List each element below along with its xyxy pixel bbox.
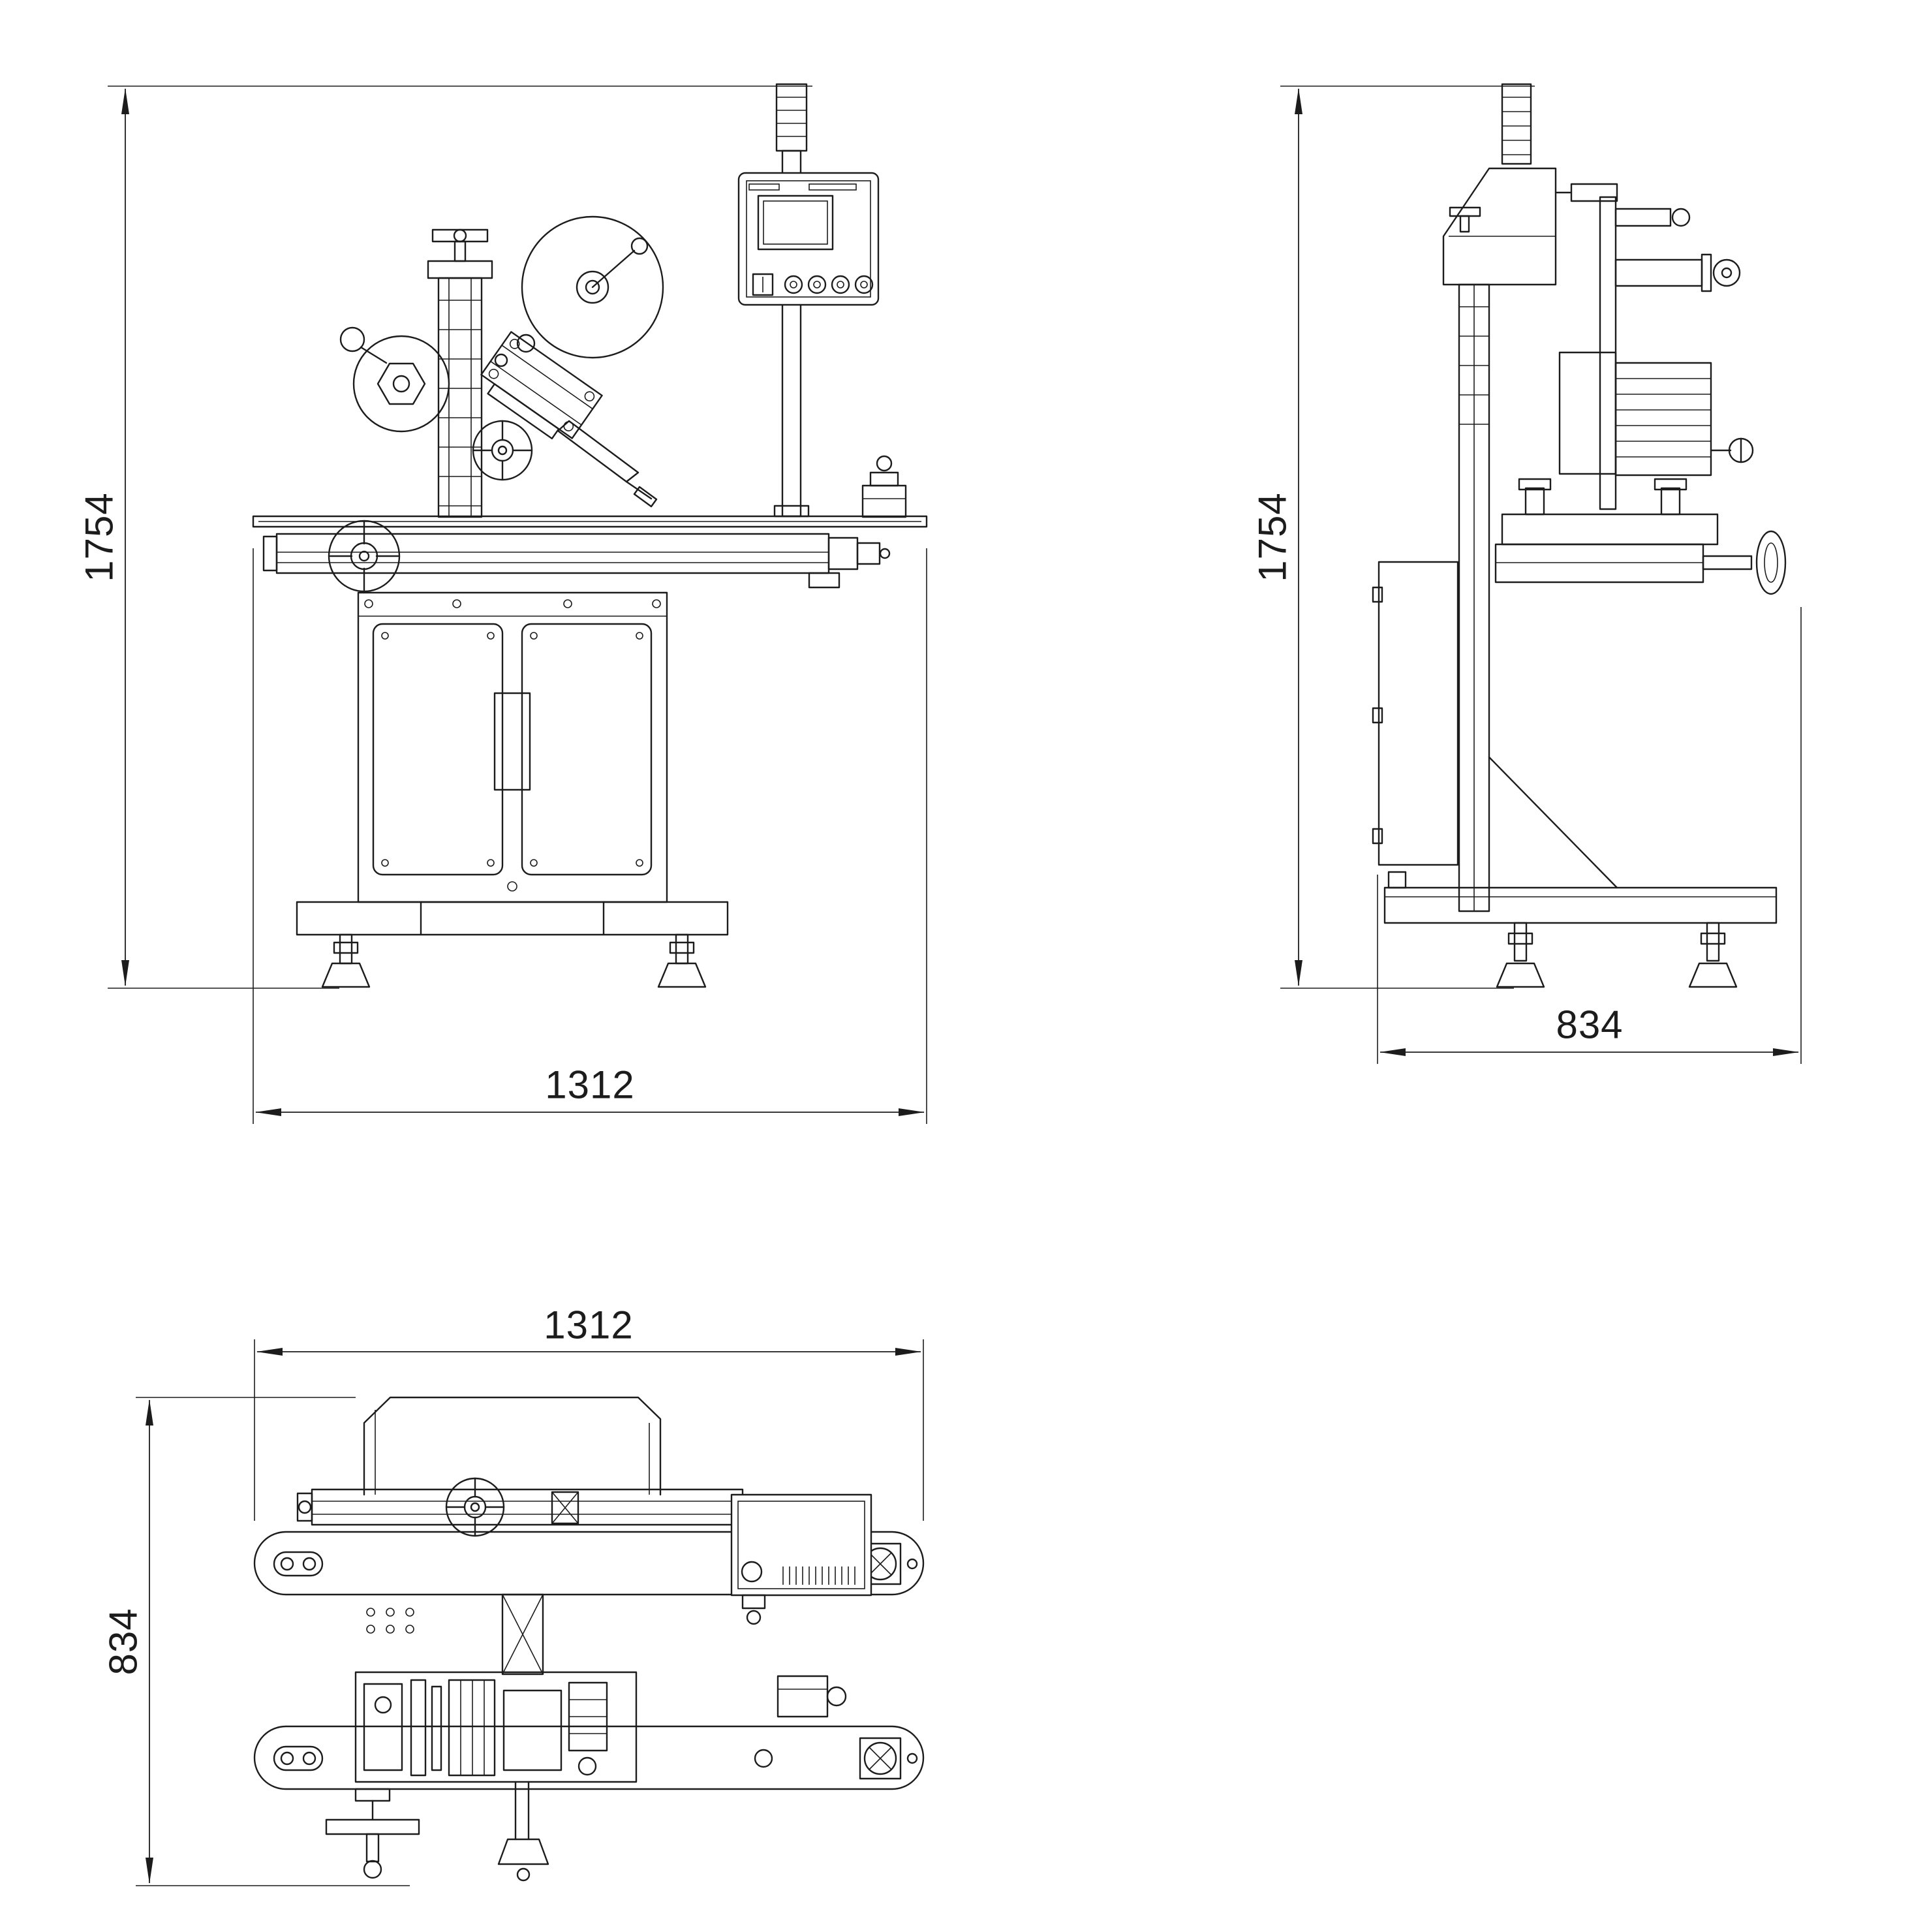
dimension-label-side-depth: 834 — [1556, 1003, 1624, 1047]
top-motor — [777, 1675, 847, 1718]
side-cabinet — [1372, 561, 1459, 866]
dimension-label-top-depth: 834 — [101, 1608, 146, 1675]
top-labeller-cluster — [354, 1671, 638, 1783]
hmi-panel — [737, 172, 880, 306]
side-mount-bracket — [1494, 478, 1787, 595]
dimension-label-front-height: 1754 — [77, 492, 121, 582]
front-conveyor-handwheel — [328, 520, 401, 593]
front-table-accessory — [861, 455, 907, 518]
dimension-label-front-width: 1312 — [545, 1063, 635, 1107]
dimension-label-top-width: 1312 — [544, 1303, 634, 1347]
front-hmi-assembly — [737, 83, 880, 518]
top-center-column — [366, 1593, 544, 1675]
front-base-feet — [296, 901, 729, 988]
side-view-dimensions — [1280, 86, 1802, 1064]
front-view-dimensions — [108, 86, 927, 1124]
side-base-feet — [1383, 756, 1778, 988]
front-rewind-reel — [352, 335, 450, 433]
front-adjust-handwheel — [472, 420, 533, 481]
front-view-drawing — [108, 83, 928, 1124]
top-conveyor-rail-lower — [253, 1725, 925, 1790]
front-cabinet — [357, 591, 668, 903]
hmi-button — [784, 275, 803, 294]
front-label-reel — [521, 215, 664, 359]
top-conveyor-rail-upper — [253, 1531, 925, 1596]
front-applicator-head — [480, 331, 603, 440]
side-head-housing — [1442, 83, 1557, 286]
hmi-button — [807, 275, 827, 294]
hmi-screen — [757, 195, 834, 251]
top-lower-adjusters — [325, 1781, 549, 1882]
top-view-dimensions — [136, 1339, 924, 1886]
top-upper-plate — [363, 1396, 662, 1496]
dimension-label-side-height: 1754 — [1250, 492, 1295, 582]
front-peeler-plate — [557, 420, 658, 508]
top-view-drawing — [136, 1339, 925, 1886]
top-control-box — [730, 1493, 872, 1625]
hmi-button — [854, 275, 874, 294]
hmi-power-switch — [752, 273, 774, 296]
front-conveyor-table — [252, 515, 928, 589]
hmi-button — [831, 275, 850, 294]
front-labeller-mast — [427, 228, 493, 518]
side-column — [1458, 283, 1490, 912]
front-web-rollers — [339, 326, 536, 367]
side-labeller-profile — [1554, 183, 1754, 510]
side-view-drawing — [1280, 83, 1802, 1064]
